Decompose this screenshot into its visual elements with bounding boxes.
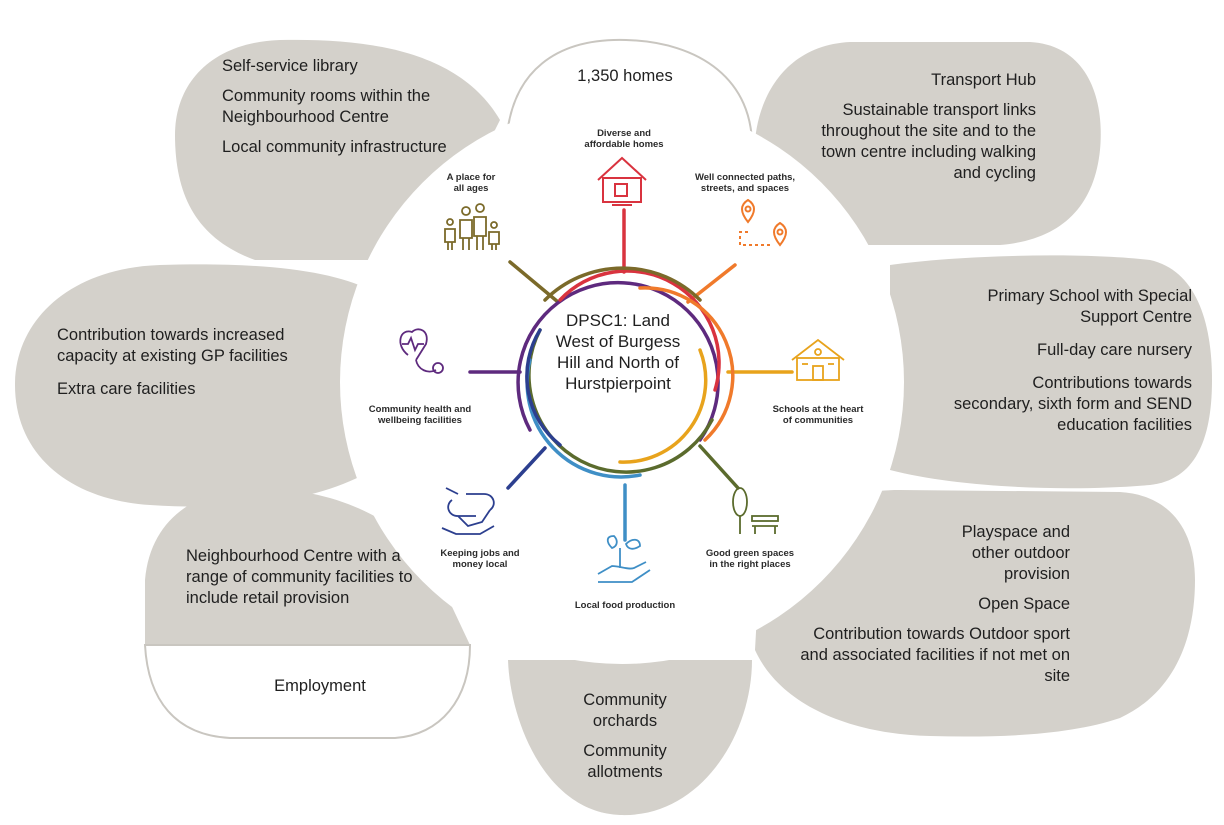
item-nursery: Full-day care nursery: [1037, 341, 1192, 359]
spoke-label-paths: Well connected paths, streets, and space…: [694, 172, 796, 194]
petal-top-left-text: Self-service library Community rooms wit…: [222, 56, 452, 167]
arc-yellow: [618, 348, 708, 464]
item-playspace: Playspace and other outdoor provision: [961, 523, 1070, 583]
spoke-label-schools: Schools at the heart of communities: [772, 404, 864, 426]
petal-bottom-right: [755, 490, 1195, 737]
item-sustainable-transport: Sustainable transport links throughout t…: [821, 101, 1036, 182]
spoke-line-green: [698, 444, 740, 490]
seedling-hand-icon: [597, 535, 651, 583]
item-allotments: Community allotments: [583, 742, 667, 781]
spoke-label-ages: A place for all ages: [446, 172, 496, 194]
petal-left: [15, 264, 372, 507]
petal-right: [890, 255, 1212, 489]
house-icon: [597, 156, 647, 206]
petal-top-right-text: Transport Hub Sustainable transport link…: [800, 70, 1036, 193]
petal-left-text: Contribution towards increased capacity …: [57, 325, 342, 412]
petal-right-text: Primary School with Special Support Cent…: [950, 286, 1192, 448]
item-primary-school: Primary School with Special Support Cent…: [987, 287, 1193, 326]
handshake-icon: [441, 487, 495, 535]
petal-top-right: [755, 42, 1101, 245]
arc-navy: [525, 328, 562, 447]
item-extra-care: Extra care facilities: [57, 380, 196, 398]
item-employment: Employment: [274, 677, 366, 695]
family-icon: [444, 203, 500, 250]
spoke-line-jobs: [506, 446, 547, 490]
petal-bottom-left-white-text: Employment: [220, 676, 420, 709]
item-library: Self-service library: [222, 57, 358, 75]
homes-count: 1,350 homes: [577, 67, 673, 85]
petal-top-text: 1,350 homes: [540, 66, 710, 99]
item-transport-hub: Transport Hub: [931, 71, 1036, 89]
item-local-infrastructure: Local community infrastructure: [222, 138, 447, 156]
stethoscope-icon: [399, 328, 444, 374]
spoke-label-health: Community health and wellbeing facilitie…: [368, 404, 472, 426]
item-outdoor-sport: Contribution towards Outdoor sport and a…: [800, 625, 1070, 685]
spoke-label-green: Good green spaces in the right places: [705, 548, 795, 570]
center-title: DPSC1: Land West of Burgess Hill and Nor…: [555, 311, 681, 393]
arc-red: [558, 269, 721, 392]
spoke-label-jobs: Keeping jobs and money local: [440, 548, 520, 570]
item-neighbourhood-centre: Neighbourhood Centre with a range of com…: [186, 547, 413, 607]
petal-bottom: [508, 660, 752, 816]
item-gp-capacity: Contribution towards increased capacity …: [57, 326, 288, 365]
school-building-icon: [791, 338, 845, 381]
item-community-rooms: Community rooms within the Neighbourhood…: [222, 87, 431, 126]
petal-bottom-left-white: [143, 644, 472, 739]
arc-brown: [543, 266, 702, 302]
item-secondary-contributions: Contributions towards secondary, sixth f…: [953, 374, 1192, 434]
item-open-space: Open Space: [978, 595, 1070, 613]
petal-bottom-right-text: Playspace and other outdoor provision Op…: [800, 522, 1070, 696]
item-orchards: Community orchards: [583, 691, 667, 730]
route-pins-icon: [739, 198, 787, 247]
petal-bottom-text: Community orchards Community allotments: [560, 690, 690, 792]
petal-bottom-left-text: Neighbourhood Centre with a range of com…: [186, 546, 426, 621]
arc-orange: [638, 286, 735, 442]
spoke-label-homes: Diverse and affordable homes: [584, 128, 664, 150]
tree-bench-icon: [732, 487, 779, 534]
spoke-label-food: Local food production: [574, 600, 676, 611]
